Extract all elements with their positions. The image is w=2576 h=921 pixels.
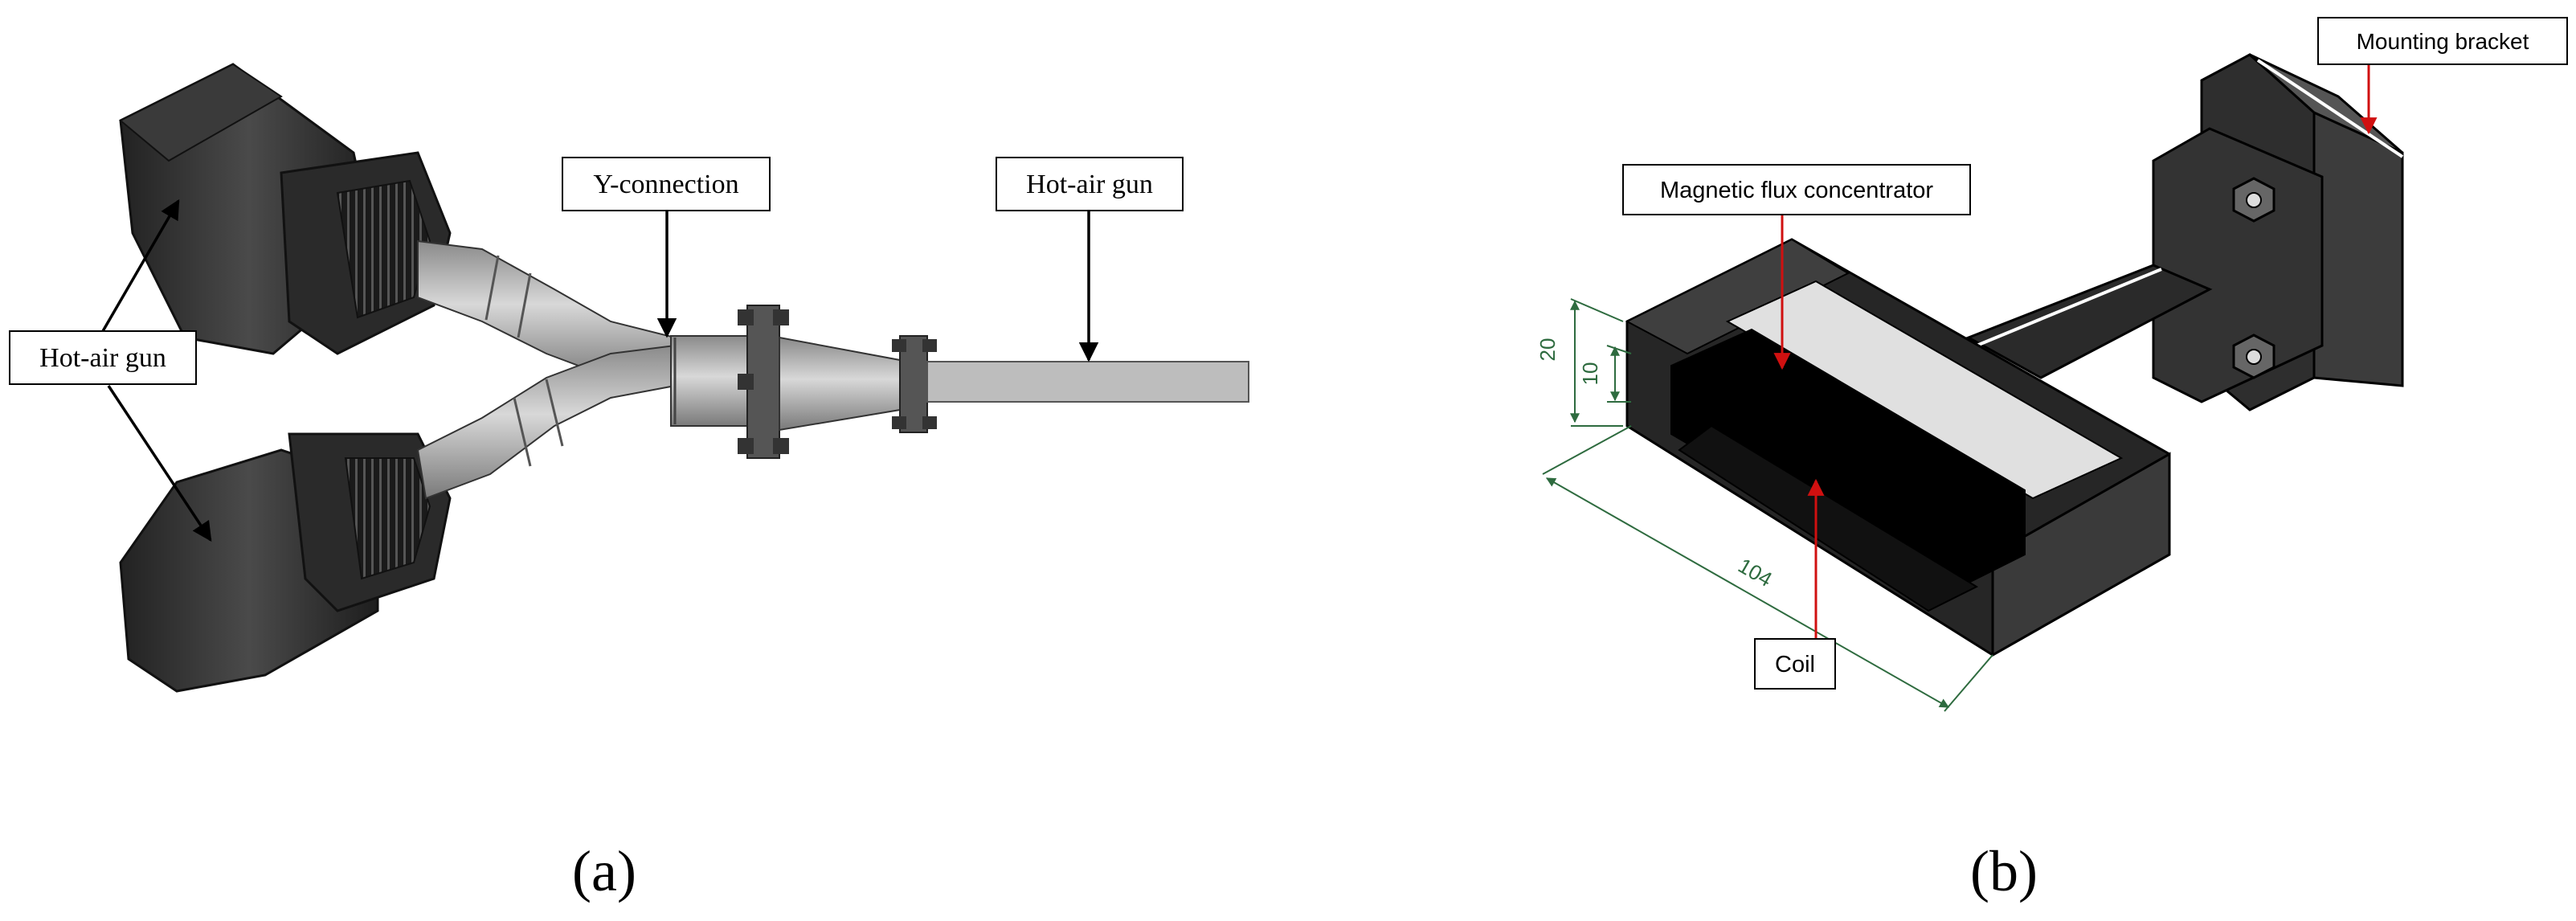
label-coil-text: Coil: [1775, 652, 1815, 677]
label-magnetic-flux-concentrator-text: Magnetic flux concentrator: [1660, 178, 1933, 203]
label-hot-air-gun-right: Hot-air gun: [996, 157, 1184, 211]
label-hot-air-gun-right-text: Hot-air gun: [1026, 170, 1153, 199]
caption-b: (b): [1970, 839, 2038, 903]
dimension-height-outer: 20: [1535, 338, 1560, 362]
bolt-lower: [2232, 334, 2275, 379]
flange-2: [892, 335, 937, 433]
label-magnetic-flux-concentrator: Magnetic flux concentrator: [1622, 164, 1971, 215]
panel-a-drawing: [119, 63, 1249, 693]
label-coil: Coil: [1754, 638, 1836, 690]
label-hot-air-gun-left-text: Hot-air gun: [39, 343, 166, 373]
dimension-height-inner: 10: [1578, 362, 1602, 386]
caption-a: (a): [572, 839, 636, 903]
bracket-arm: [1965, 127, 2324, 403]
outlet-tube: [926, 361, 1249, 403]
dimension-length: 104: [1734, 553, 1777, 591]
label-y-connection-text: Y-connection: [593, 170, 738, 199]
upper-hot-air-gun: [119, 63, 452, 355]
label-y-connection: Y-connection: [562, 157, 771, 211]
lower-hot-air-gun: [119, 432, 452, 693]
label-mounting-bracket-text: Mounting bracket: [2357, 29, 2529, 54]
panel-b-leaders: [1773, 64, 2378, 639]
lower-pipe-branch: [416, 344, 676, 500]
panel-a-leaders: [101, 199, 1099, 542]
label-hot-air-gun-left: Hot-air gun: [9, 330, 197, 385]
label-mounting-bracket: Mounting bracket: [2317, 17, 2568, 65]
flange-1: [738, 305, 789, 459]
bolt-upper: [2232, 177, 2275, 223]
reducer-cone: [779, 336, 901, 432]
